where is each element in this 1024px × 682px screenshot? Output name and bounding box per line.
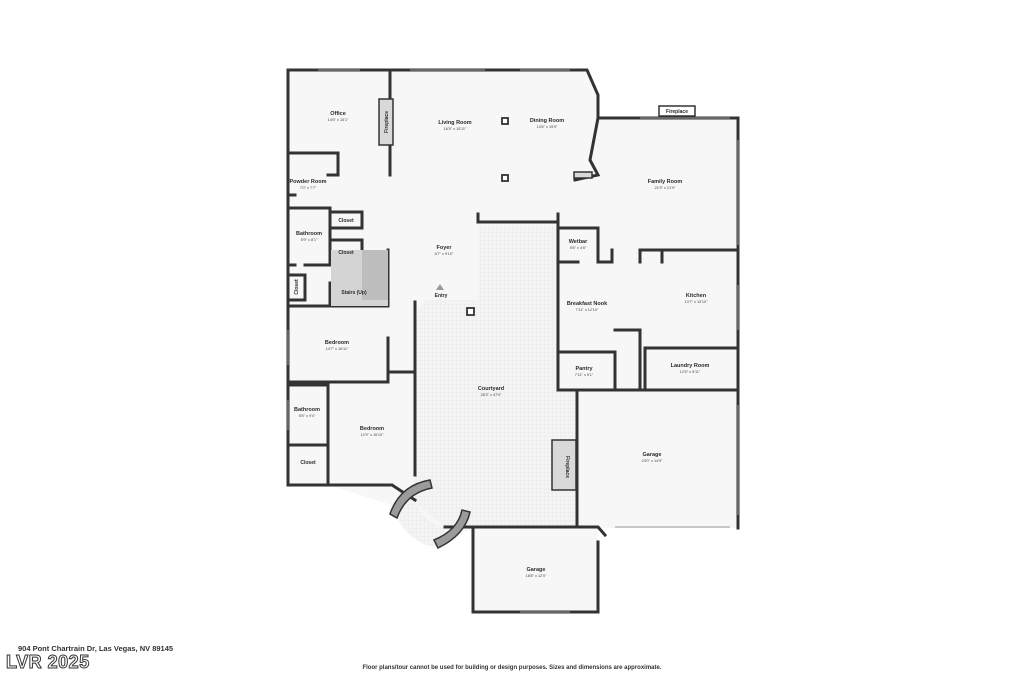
closet-label-4: Closet bbox=[294, 279, 300, 295]
wetbar-name: Wetbar bbox=[569, 239, 588, 245]
closet-label-2: Closet bbox=[338, 250, 354, 256]
garage-2-name: Garage bbox=[527, 567, 546, 573]
powder-room-name: Powder Room bbox=[290, 179, 327, 185]
breakfast-nook-name: Breakfast Nook bbox=[567, 301, 608, 307]
watermark: LVR 2025 bbox=[6, 652, 90, 673]
fireplace-label-1: Fireplace bbox=[384, 111, 390, 133]
family-room-name: Family Room bbox=[648, 179, 683, 185]
room-labels: Office 14'5" x 15'1" Living Room 16'5" x… bbox=[290, 111, 710, 578]
dining-room-name: Dining Room bbox=[530, 118, 564, 124]
kitchen-name: Kitchen bbox=[686, 293, 707, 299]
bedroom-2-dim: 12'9" x 15'10" bbox=[361, 433, 385, 437]
bedroom-2-name: Bedroom bbox=[360, 426, 384, 432]
foyer-dim: 6'7" x 9'10" bbox=[435, 252, 454, 256]
curved-walls bbox=[389, 479, 471, 549]
bathroom-2-name: Bathroom bbox=[294, 407, 320, 413]
fireplaces bbox=[378, 98, 696, 491]
garage-1-dim: 23'0" x 14'9" bbox=[642, 459, 663, 463]
pantry-dim: 7'11" x 5'1" bbox=[575, 373, 594, 377]
wetbar-dim: 5'6" x 4'6" bbox=[570, 246, 587, 250]
family-room-dim: 21'9" x 21'9" bbox=[655, 186, 676, 190]
courtyard-name: Courtyard bbox=[478, 386, 504, 392]
entry-arrow-icon bbox=[436, 284, 444, 290]
stairs-label: Stairs (Up) bbox=[341, 290, 367, 296]
garage-2-dim: 18'8" x 12'0" bbox=[526, 574, 547, 578]
closet-label-3: Closet bbox=[300, 460, 316, 466]
windows bbox=[287, 69, 739, 613]
breakfast-nook-dim: 7'11" x 12'10" bbox=[576, 308, 599, 312]
disclaimer: Floor plans/tour cannot be used for buil… bbox=[362, 665, 662, 671]
bathroom-1-name: Bathroom bbox=[296, 231, 322, 237]
closet-label-1: Closet bbox=[338, 218, 354, 224]
garage-2-floor bbox=[473, 528, 598, 612]
stairs-steps bbox=[362, 250, 388, 300]
laundry-room-dim: 12'5" x 5'11" bbox=[680, 370, 701, 374]
bathroom-2-dim: 5'5" x 9'4" bbox=[299, 414, 316, 418]
bathroom-1-dim: 5'9" x 8'1" bbox=[301, 238, 318, 242]
office-name: Office bbox=[330, 111, 346, 117]
small-labels: Closet Closet Closet Closet Stairs (Up) … bbox=[294, 109, 688, 478]
courtyard-dim: 26'3" x 47'0" bbox=[481, 393, 502, 397]
columns bbox=[466, 117, 509, 316]
courtyard-area bbox=[392, 225, 577, 548]
foyer-name: Foyer bbox=[437, 245, 453, 251]
garage-1-name: Garage bbox=[643, 452, 662, 458]
property-address: 904 Pont Chartrain Dr, Las Vegas, NV 891… bbox=[18, 644, 174, 653]
fireplace-label-2: Fireplace bbox=[666, 109, 688, 115]
pantry-name: Pantry bbox=[575, 366, 593, 372]
laundry-room-name: Laundry Room bbox=[671, 363, 710, 369]
powder-room-dim: 7'0" x 7'7" bbox=[300, 186, 317, 190]
living-room-dim: 16'5" x 15'11" bbox=[444, 127, 467, 131]
dining-room-dim: 13'6" x 15'9" bbox=[537, 125, 558, 129]
bedroom-1-name: Bedroom bbox=[325, 340, 349, 346]
living-room-name: Living Room bbox=[438, 120, 471, 126]
bedroom-1-dim: 14'7" x 16'11" bbox=[326, 347, 349, 351]
office-dim: 14'5" x 15'1" bbox=[328, 118, 349, 122]
fireplace-label-3: Fireplace bbox=[564, 456, 570, 478]
kitchen-dim: 13'7" x 13'10" bbox=[685, 300, 709, 304]
entry-label: Entry bbox=[435, 293, 448, 299]
